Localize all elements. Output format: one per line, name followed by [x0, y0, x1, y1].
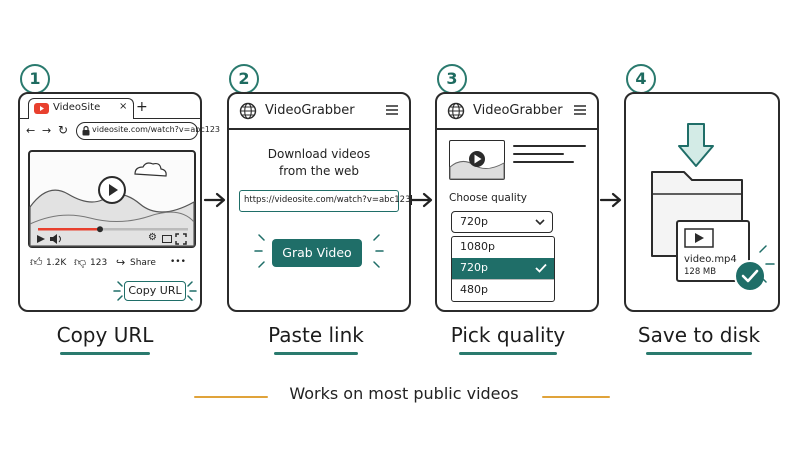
video-file-icon — [684, 228, 714, 248]
checkmark-icon — [741, 269, 759, 283]
arrow-right-icon — [203, 192, 226, 208]
checkmark-icon — [535, 263, 547, 273]
arrow-right-icon — [410, 192, 433, 208]
quality-selected-value: 720p — [460, 215, 488, 228]
quality-select[interactable]: 720p — [451, 211, 553, 233]
tab-title: VideoSite — [53, 102, 101, 113]
footer-line-right — [542, 396, 610, 398]
miniplayer-icon[interactable] — [162, 235, 172, 243]
video-preview-illustration — [449, 151, 505, 180]
copy-url-sparkle-icon — [113, 281, 197, 301]
lock-icon — [82, 125, 90, 136]
app-name: VideoGrabber — [473, 103, 563, 118]
fullscreen-icon[interactable] — [175, 233, 187, 245]
menu-icon[interactable] — [573, 103, 587, 117]
browser-tab[interactable]: VideoSite × — [28, 98, 134, 119]
quality-option-label: 720p — [460, 261, 488, 274]
globe-icon — [447, 102, 465, 120]
grab-video-button[interactable]: Grab Video — [272, 239, 362, 267]
step-1-underline — [60, 352, 150, 355]
grabber-heading: Download videos from the web — [229, 146, 409, 180]
heading-line-1: Download videos — [267, 147, 371, 161]
step-4-label: Save to disk — [637, 323, 761, 347]
step-1-number: 1 — [20, 64, 50, 94]
chevron-down-icon — [535, 219, 545, 226]
quality-dropdown: 1080p 720p 480p — [451, 236, 555, 302]
video-info-lines — [513, 145, 586, 163]
step-4-underline — [646, 352, 752, 355]
step-1-label: Copy URL — [56, 323, 154, 347]
step-3-underline — [459, 352, 557, 355]
tab-close-icon[interactable]: × — [119, 101, 128, 112]
play-button[interactable] — [98, 176, 126, 204]
share-icon[interactable]: ↪ — [116, 256, 126, 269]
back-icon[interactable]: ← — [26, 124, 36, 137]
like-count: 1.2K — [46, 258, 67, 268]
quality-option-label: 1080p — [460, 240, 495, 253]
url-input-value: https://videosite.com/watch?v=abc123 — [244, 195, 411, 205]
browser-panel: VideoSite × + ← → ↻ videosite.com/watch?… — [18, 92, 220, 312]
footer-text: Works on most public videos — [289, 384, 519, 403]
more-options-icon[interactable]: ••• — [170, 257, 186, 267]
file-name: video.mp4 — [684, 254, 737, 265]
download-arrow-icon — [678, 123, 714, 167]
step-2-number: 2 — [229, 64, 259, 94]
play-icon — [109, 184, 118, 196]
url-input[interactable]: https://videosite.com/watch?v=abc123 — [239, 190, 413, 212]
step-2-label: Paste link — [268, 323, 364, 347]
step-2-underline — [274, 352, 358, 355]
settings-gear-icon[interactable]: ⚙ — [148, 232, 157, 243]
step-3-number: 3 — [437, 64, 467, 94]
quality-option-480p[interactable]: 480p — [452, 279, 554, 302]
arrow-right-icon — [599, 192, 622, 208]
choose-quality-label: Choose quality — [449, 192, 528, 204]
player-play-icon[interactable] — [36, 234, 46, 244]
dislike-count: 123 — [90, 258, 108, 268]
volume-icon[interactable] — [50, 234, 62, 244]
video-site-logo-icon — [34, 103, 49, 114]
forward-icon[interactable]: → — [42, 124, 52, 137]
address-url: videosite.com/watch?v=abc123 — [92, 125, 221, 134]
grab-button-sparkle-icon — [254, 234, 384, 268]
quality-header: VideoGrabber — [437, 94, 597, 130]
quality-panel: VideoGrabber Choose quality 720p 1080p 7… — [435, 92, 599, 312]
quality-option-label: 480p — [460, 283, 488, 296]
globe-icon — [239, 102, 257, 120]
new-tab-button[interactable]: + — [136, 99, 148, 115]
footer-line-left — [194, 396, 268, 398]
thumbs-up-icon[interactable]: 👍︎ — [30, 255, 43, 269]
file-size: 128 MB — [684, 267, 717, 277]
step-4-number: 4 — [626, 64, 656, 94]
success-sparkle-icon — [759, 245, 775, 283]
step-3-label: Pick quality — [450, 323, 566, 347]
quality-option-720p[interactable]: 720p — [452, 258, 554, 279]
save-panel: video.mp4 128 MB — [624, 92, 780, 312]
quality-option-1080p[interactable]: 1080p — [452, 237, 554, 259]
refresh-icon[interactable]: ↻ — [58, 123, 69, 137]
video-player[interactable]: ⚙ — [28, 150, 196, 248]
heading-line-2: from the web — [278, 164, 360, 178]
grabber-header: VideoGrabber — [229, 94, 409, 130]
menu-icon[interactable] — [385, 103, 399, 117]
address-bar[interactable]: videosite.com/watch?v=abc123 — [76, 122, 220, 140]
grabber-panel: VideoGrabber Download videos from the we… — [227, 92, 413, 312]
thumbs-down-icon[interactable]: 👎︎ — [74, 255, 87, 269]
copy-url-button[interactable]: Copy URL — [124, 281, 186, 301]
share-label[interactable]: Share — [130, 258, 156, 268]
app-name: VideoGrabber — [265, 103, 355, 118]
video-preview-thumbnail — [449, 140, 505, 180]
